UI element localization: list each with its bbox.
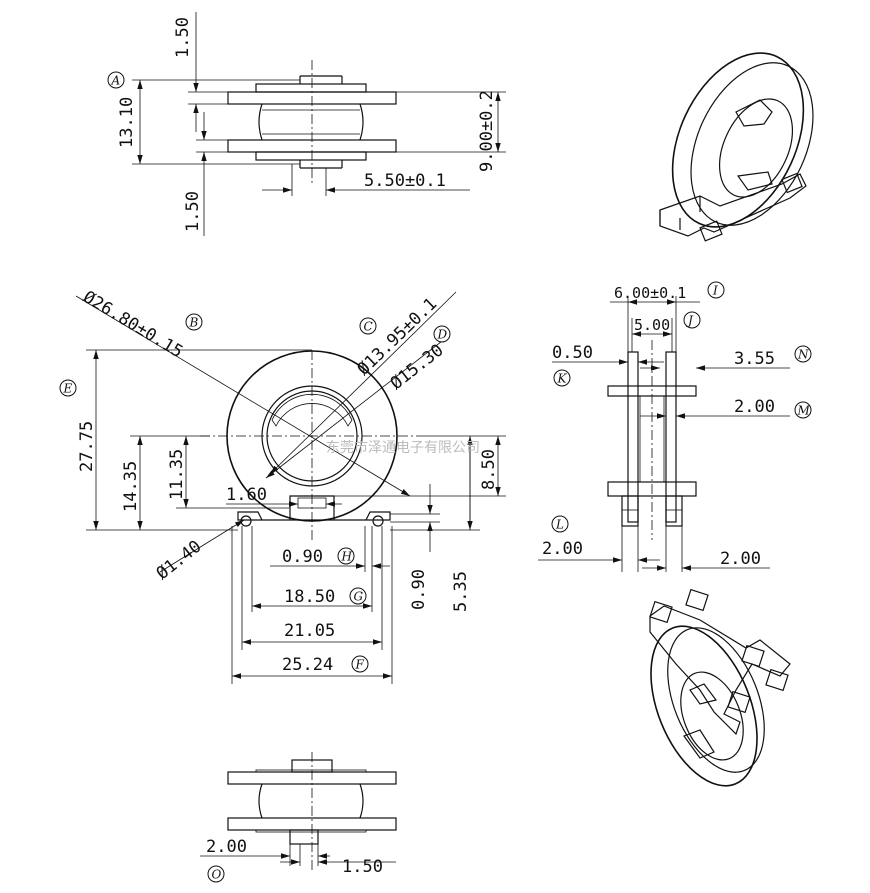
dim-2-00-right: 2.00 bbox=[720, 549, 761, 569]
svg-text:H: H bbox=[341, 550, 353, 564]
dim-5-35: 5.35 bbox=[451, 571, 471, 612]
dim-bottom-1-50: 1.50 bbox=[342, 857, 383, 877]
dim-0-50: 0.50 bbox=[552, 343, 593, 363]
svg-text:E: E bbox=[63, 382, 73, 396]
dim-14-35: 14.35 bbox=[121, 461, 141, 512]
label-g: G bbox=[349, 587, 367, 605]
isometric-view-bottom bbox=[649, 588, 791, 787]
dim-26-80: Ø26.80±0.15 bbox=[79, 287, 186, 362]
label-h: H bbox=[337, 547, 355, 565]
dim-2-00-left: 2.00 bbox=[542, 539, 583, 559]
top-view: 1.50 13.10 1.50 9.00±0.2 5.50±0.1 A bbox=[107, 12, 506, 236]
dim-3-55: 3.55 bbox=[734, 349, 775, 369]
svg-text:J: J bbox=[685, 314, 694, 328]
dim-13-10: 13.10 bbox=[117, 97, 137, 148]
dim-0-90-h: 0.90 bbox=[282, 547, 323, 567]
label-n: N bbox=[794, 345, 812, 363]
label-m: M bbox=[794, 401, 812, 419]
label-i: I bbox=[707, 281, 725, 299]
svg-text:I: I bbox=[712, 284, 718, 298]
svg-text:M: M bbox=[797, 404, 811, 418]
dim-18-50: 18.50 bbox=[284, 587, 335, 607]
label-d: D bbox=[433, 325, 451, 343]
dim-6-00: 6.00±0.1 bbox=[614, 284, 686, 302]
label-j: J bbox=[683, 311, 701, 329]
dim-21-05: 21.05 bbox=[284, 621, 335, 641]
dim-1-60: 1.60 bbox=[226, 485, 267, 505]
svg-text:K: K bbox=[557, 372, 568, 386]
label-o: O bbox=[207, 865, 225, 883]
dim-5-50: 5.50±0.1 bbox=[364, 171, 446, 191]
dim-1-40: Ø1.40 bbox=[153, 537, 206, 584]
svg-text:N: N bbox=[797, 348, 809, 362]
dim-27-75: 27.75 bbox=[77, 421, 97, 472]
svg-text:C: C bbox=[364, 320, 373, 334]
watermark: 东莞市泽通电子有限公司 bbox=[326, 439, 480, 456]
svg-text:D: D bbox=[437, 328, 448, 342]
label-f: F bbox=[351, 655, 369, 673]
dim-bottom-2-00: 2.00 bbox=[206, 837, 247, 857]
dim-0-90-v: 0.90 bbox=[409, 569, 429, 610]
svg-text:L: L bbox=[555, 518, 564, 532]
dim-9-00: 9.00±0.2 bbox=[477, 90, 497, 172]
dim-1-50-bottom: 1.50 bbox=[183, 191, 203, 232]
svg-text:G: G bbox=[354, 590, 364, 604]
dim-5-00: 5.00 bbox=[634, 316, 670, 334]
dim-2-00-m: 2.00 bbox=[734, 397, 775, 417]
svg-text:F: F bbox=[355, 658, 365, 672]
svg-text:B: B bbox=[189, 316, 199, 330]
dim-8-50: 8.50 bbox=[479, 449, 499, 490]
isometric-view-top bbox=[659, 52, 814, 242]
label-k: K bbox=[553, 369, 571, 387]
svg-text:O: O bbox=[212, 868, 222, 882]
label-e: E bbox=[59, 379, 77, 397]
label-l: L bbox=[551, 515, 569, 533]
label-a: A bbox=[107, 71, 125, 89]
dim-25-24: 25.24 bbox=[282, 655, 333, 675]
front-view: Ø26.80±0.15 Ø13.95±0.1 Ø15.30 27.75 14.3… bbox=[59, 287, 506, 684]
bottom-view: 2.00 1.50 O bbox=[200, 752, 397, 883]
svg-text:A: A bbox=[111, 74, 121, 88]
label-b: B bbox=[185, 313, 203, 331]
label-c: C bbox=[359, 317, 377, 335]
side-view: 6.00±0.1 5.00 0.50 3.55 2.00 2.00 2.00 I… bbox=[538, 281, 812, 572]
dim-11-35: 11.35 bbox=[167, 449, 187, 500]
dim-1-50-top: 1.50 bbox=[173, 17, 193, 58]
